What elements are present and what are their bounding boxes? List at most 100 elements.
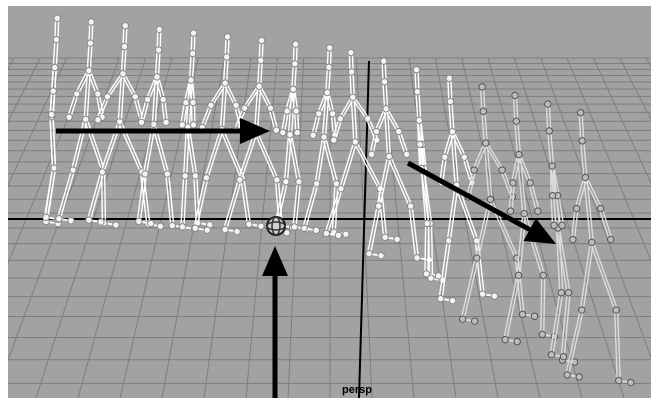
joint [545,127,553,135]
bone [353,96,370,120]
joint [413,254,421,262]
bone [225,56,229,84]
joint [94,116,102,124]
bone [66,93,76,118]
bone [552,292,564,355]
bone [256,86,262,133]
joint [315,110,323,118]
arrow-shaft [406,160,531,232]
rotate-manipulator-icon[interactable] [266,216,286,236]
bone [52,90,56,115]
bone [191,79,196,103]
joint [42,213,50,222]
joint [323,88,331,97]
skeleton-frame[interactable] [191,33,265,234]
joint [581,173,590,182]
bone [183,102,189,125]
joint [482,139,490,147]
skeleton-frame[interactable] [178,29,214,233]
bone [208,82,225,106]
bone [411,205,420,258]
bone [295,181,302,227]
bone [98,96,110,120]
joint [293,128,301,137]
joint [292,107,300,115]
bone [157,49,161,77]
skeleton-frame[interactable] [55,18,120,229]
bone [86,171,102,221]
joint [513,337,521,346]
joint [365,249,373,258]
bone [297,110,300,133]
bone [157,76,166,100]
joint [550,221,558,230]
bone [225,179,243,230]
bone [578,112,582,141]
joint [65,113,73,121]
joint [203,226,211,234]
bone [287,134,299,182]
joint [202,174,211,182]
bone [294,63,298,90]
bone [555,227,561,293]
bone [120,73,135,98]
bone [583,177,600,209]
joint [509,179,517,187]
joint [266,104,275,112]
bone [73,119,88,171]
skeleton-frame[interactable] [300,44,350,238]
joint [325,63,333,71]
bone [291,63,295,90]
skeleton-frame[interactable] [563,108,635,387]
joint [349,93,357,101]
scene-canvas[interactable] [8,6,651,398]
bone [613,310,618,381]
bone [243,177,252,225]
bone [222,56,226,84]
skeleton-frame[interactable] [322,48,401,244]
bone [117,73,123,122]
joint [544,100,552,108]
bone [240,131,259,181]
bone [185,126,195,176]
skeleton-frame[interactable] [135,25,188,232]
bone [103,170,107,223]
skeleton-motion-trail[interactable] [42,14,635,387]
skeleton-frame[interactable] [412,66,447,284]
bone [592,242,619,311]
joint [223,53,231,61]
joint [575,373,583,381]
joint [320,133,328,141]
joint [178,121,186,129]
joint [97,218,105,226]
bone [369,131,376,155]
skeleton-frame[interactable] [365,57,433,264]
bone [222,82,236,106]
joint [538,330,546,339]
joint [182,98,190,107]
skeleton-frame[interactable] [544,100,579,366]
joint [351,138,360,146]
bone [483,142,502,171]
bone [225,82,239,106]
bone [125,25,128,47]
joint [332,179,341,188]
skeleton-frame[interactable] [458,83,539,325]
joint [511,91,519,100]
bone [549,292,561,355]
joint [558,221,566,230]
bone [89,70,100,95]
skeleton-frame[interactable] [221,36,297,236]
joint [300,224,308,233]
bone [105,73,123,98]
bone [56,169,73,219]
bone [381,61,384,82]
skeleton-frame[interactable] [501,91,558,346]
perspective-viewport[interactable]: persp [8,6,651,398]
bone [180,175,185,227]
joint [539,271,547,280]
bone [469,169,477,198]
joint [557,289,565,297]
bone [560,292,568,361]
joint [374,202,383,210]
